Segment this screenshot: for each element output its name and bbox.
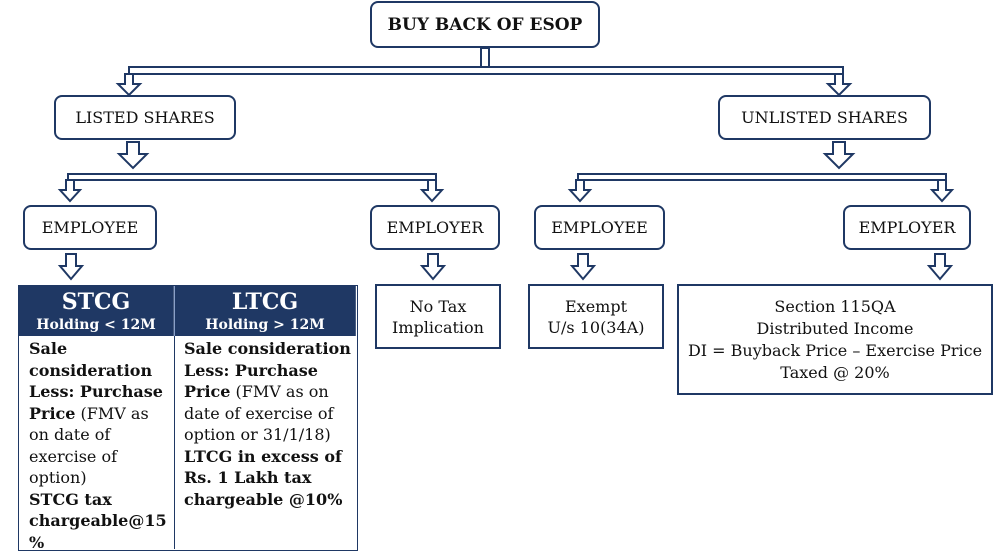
arrow-listed-employee-down xyxy=(57,253,85,281)
stcg-line-text: consideration xyxy=(29,360,153,380)
stcg-line-tail: (FMV as xyxy=(75,403,149,423)
ltcg-line-text: Rs. 1 Lakh tax xyxy=(184,468,312,487)
result-line: DI = Buyback Price – Exercise Price xyxy=(687,340,983,360)
result-line: No Tax xyxy=(409,296,467,316)
ltcg-line-tail: (FMV as on xyxy=(230,382,329,401)
ltcg-line: Price (FMV as on xyxy=(184,381,351,403)
listed-employee-label: EMPLOYEE xyxy=(41,218,139,237)
result-line: Section 115QA xyxy=(774,296,896,316)
ltcg-line-text: chargeable @10% xyxy=(184,489,343,509)
stcg-line-text: % xyxy=(29,532,45,552)
column-divider xyxy=(174,336,175,549)
ltcg-line: option or 31/1/18) xyxy=(184,424,351,446)
unlisted-bar xyxy=(577,173,947,181)
arrow-to-unlisted-employer xyxy=(929,179,955,203)
ltcg-line: LTCG in excess of xyxy=(184,446,351,468)
root-node: BUY BACK OF ESOP xyxy=(370,1,600,48)
arrow-to-listed xyxy=(115,73,143,97)
ltcg-subtitle: Holding > 12M xyxy=(205,317,325,333)
stcg-line-text: Sale xyxy=(29,339,68,358)
ltcg-line-text: date of exercise of xyxy=(184,403,334,423)
ltcg-line-text: Less: Purchase xyxy=(184,360,318,380)
ltcg-line: Less: Purchase xyxy=(184,360,351,382)
result-line: U/s 10(34A) xyxy=(547,317,645,337)
ltcg-line: chargeable @10% xyxy=(184,489,351,511)
arrow-listed-down xyxy=(116,141,150,170)
stcg-line-text: Price xyxy=(29,403,76,423)
ltcg-line-text: LTCG in excess of xyxy=(184,446,342,466)
stcg-line: Less: Purchase xyxy=(29,381,168,403)
stcg-line-text: option) xyxy=(29,468,87,487)
arrow-unlisted-down xyxy=(822,141,856,170)
result-line: Taxed @ 20% xyxy=(780,362,890,382)
ltcg-title: LTCG xyxy=(231,289,299,315)
ltcg-line: Rs. 1 Lakh tax xyxy=(184,467,351,489)
listed-shares-node: LISTED SHARES xyxy=(54,95,236,140)
arrow-unlisted-employee-down xyxy=(569,253,597,281)
listed-employee-node: EMPLOYEE xyxy=(23,205,157,250)
stcg-title: STCG xyxy=(61,289,131,315)
stcg-line-text: on date of xyxy=(29,425,111,444)
ltcg-line: date of exercise of xyxy=(184,403,351,425)
stcg-line: consideration xyxy=(29,360,168,382)
unlisted-shares-node: UNLISTED SHARES xyxy=(718,95,931,140)
ltcg-header: LTCG Holding > 12M xyxy=(174,286,356,336)
unlisted-shares-label: UNLISTED SHARES xyxy=(741,108,908,127)
top-bar xyxy=(128,66,844,75)
ltcg-line-text: Price xyxy=(184,382,231,401)
listed-employer-node: EMPLOYER xyxy=(370,205,500,250)
capital-gains-table: STCG Holding < 12M LTCG Holding > 12M Sa… xyxy=(18,285,358,552)
arrow-to-unlisted xyxy=(825,73,853,97)
stcg-header: STCG Holding < 12M xyxy=(19,286,174,336)
ltcg-line-text: option or 31/1/18) xyxy=(184,425,331,444)
arrow-to-listed-employee xyxy=(57,179,83,203)
stcg-line-text: STCG tax xyxy=(29,489,112,509)
listed-employer-result: No Tax Implication xyxy=(375,284,501,349)
unlisted-employee-node: EMPLOYEE xyxy=(534,205,665,250)
stcg-line: chargeable@15 xyxy=(29,510,168,532)
stcg-line: option) xyxy=(29,467,168,489)
stcg-line: exercise of xyxy=(29,446,168,468)
root-stem xyxy=(480,47,490,68)
result-line: Implication xyxy=(392,317,484,337)
stcg-line-text: Less: Purchase xyxy=(29,382,163,401)
stcg-line-text: exercise of xyxy=(29,446,118,466)
stcg-subtitle: Holding < 12M xyxy=(36,317,156,333)
unlisted-employee-label: EMPLOYEE xyxy=(551,218,648,237)
unlisted-employer-label: EMPLOYER xyxy=(858,218,956,237)
stcg-line: Sale xyxy=(29,338,168,360)
listed-shares-label: LISTED SHARES xyxy=(75,108,215,127)
ltcg-line: Sale consideration xyxy=(184,338,351,360)
stcg-line: Price (FMV as xyxy=(29,403,168,425)
stcg-line-text: chargeable@15 xyxy=(29,511,167,530)
ltcg-line-text: Sale consideration xyxy=(184,339,351,358)
stcg-line: STCG tax xyxy=(29,489,168,511)
result-line: Distributed Income xyxy=(756,318,914,338)
arrow-unlisted-employer-down xyxy=(926,253,954,281)
unlisted-employer-result: Section 115QA Distributed Income DI = Bu… xyxy=(677,284,993,395)
result-line: Exempt xyxy=(564,296,627,316)
arrow-to-listed-employer xyxy=(419,179,445,203)
unlisted-employer-node: EMPLOYER xyxy=(843,205,971,250)
stcg-line: on date of xyxy=(29,424,168,446)
listed-employer-label: EMPLOYER xyxy=(386,218,484,237)
root-label: BUY BACK OF ESOP xyxy=(387,14,583,35)
arrow-listed-employer-down xyxy=(419,253,447,281)
arrow-to-unlisted-employee xyxy=(567,179,593,203)
stcg-line: % xyxy=(29,532,168,554)
listed-bar xyxy=(67,173,437,181)
unlisted-employee-result: Exempt U/s 10(34A) xyxy=(528,284,664,349)
